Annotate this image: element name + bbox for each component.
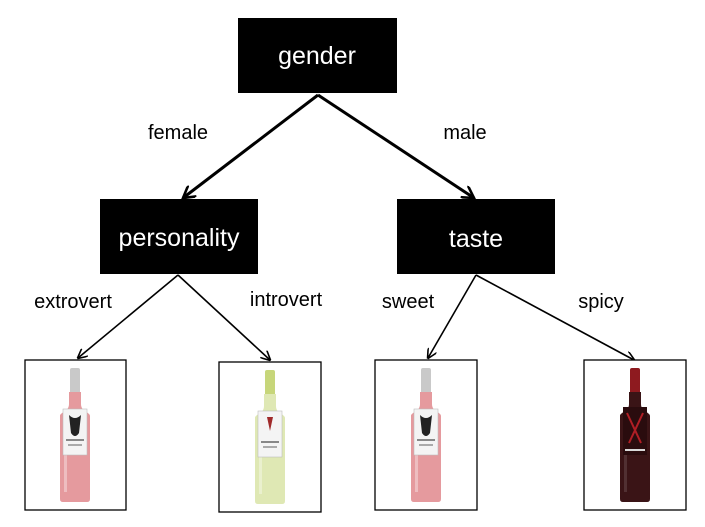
edge-spicy: [475, 274, 634, 360]
node-root: gender: [238, 18, 397, 93]
red-wine-bottle-icon: [620, 368, 650, 502]
edge-label-extrovert: extrovert: [34, 291, 112, 313]
white-wine-bottle-icon: [255, 370, 285, 504]
node-left: personality: [100, 199, 258, 274]
edge-label-introvert: introvert: [250, 289, 323, 311]
edge-male: [317, 93, 474, 198]
edge-introvert: [177, 274, 270, 360]
edge-label-male: male: [443, 122, 486, 144]
rose-wine-bottle-icon: [411, 368, 441, 502]
node-right-label: taste: [449, 225, 503, 253]
edge-label-spicy: spicy: [578, 291, 624, 313]
edge-sweet: [428, 274, 477, 358]
edge-label-sweet: sweet: [382, 291, 435, 313]
node-right: taste: [397, 199, 555, 274]
edge-label-female: female: [148, 122, 208, 144]
node-root-label: gender: [278, 42, 356, 70]
edge-female: [183, 93, 319, 198]
edge-extrovert: [78, 274, 179, 358]
node-left-label: personality: [119, 224, 240, 252]
rose-wine-bottle-icon: [60, 368, 90, 502]
